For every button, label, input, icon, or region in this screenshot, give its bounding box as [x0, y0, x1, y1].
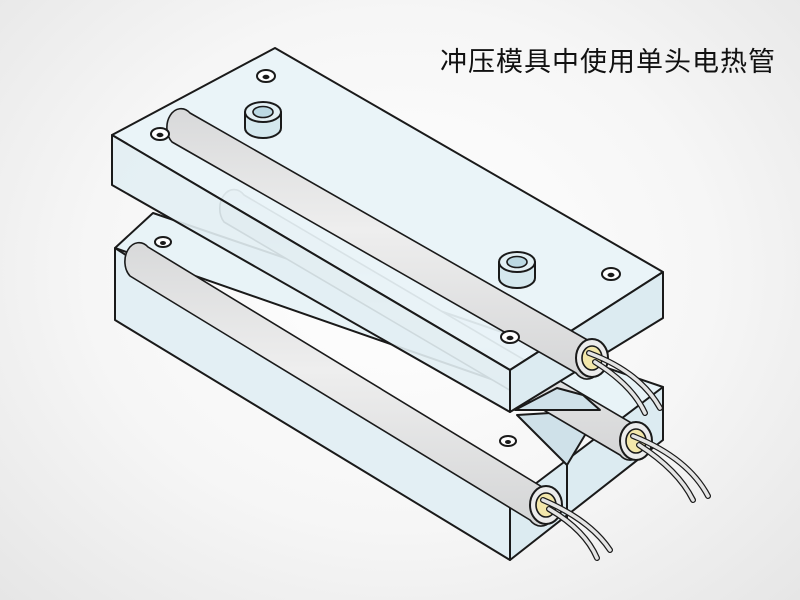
- hole-upper-back-left: [256, 69, 276, 83]
- heater-upper-front-lead-wires: [630, 433, 711, 503]
- hole-lower-right: [499, 435, 517, 447]
- heater-upper-rear-lead-wires: [586, 350, 663, 416]
- guide-bushing-left: [244, 101, 282, 139]
- guide-bushing-right: [498, 251, 536, 289]
- hole-lower-left: [154, 236, 172, 248]
- heater-lower: [124, 241, 613, 561]
- diagram-title: 冲压模具中使用单头电热管: [440, 47, 776, 78]
- hole-upper-back-right: [601, 267, 621, 281]
- heater-upper-rear: [166, 107, 663, 416]
- hole-upper-front-right: [500, 330, 520, 344]
- heater-lower-lead-wires: [540, 497, 613, 561]
- upper-die-block: [111, 47, 711, 503]
- hole-upper-front-left: [150, 127, 170, 141]
- upper-v-punch: [514, 387, 601, 411]
